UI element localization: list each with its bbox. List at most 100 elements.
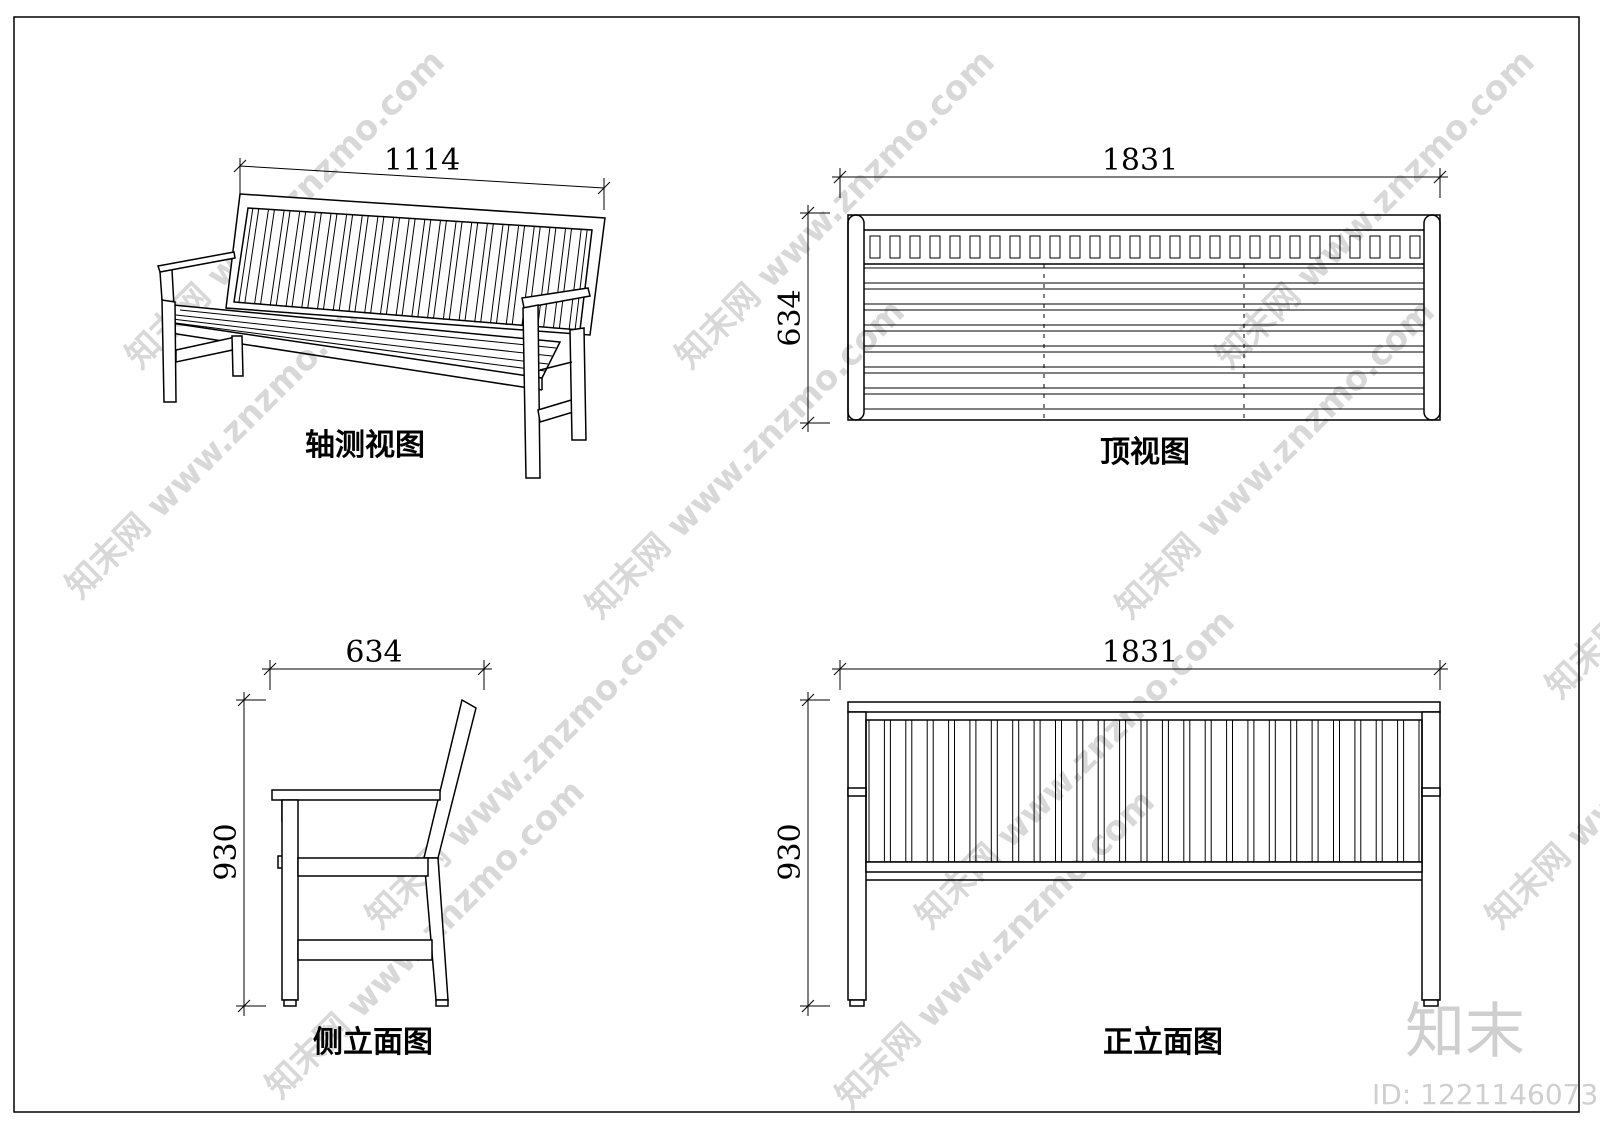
top-backrest-slat	[1409, 235, 1421, 259]
top-backrest-slat	[1169, 235, 1181, 259]
front-view-title: 正立面图	[1103, 1025, 1223, 1060]
front-backrest-slat	[1146, 719, 1163, 863]
top-seat-slat	[863, 351, 1425, 368]
front-width-dimension-line	[832, 660, 1448, 690]
top-backrest-slat	[909, 235, 921, 259]
axonometric-backrest-slat	[442, 221, 463, 320]
axonometric-dimension-line	[233, 158, 611, 210]
axonometric-backrest-slat	[285, 211, 307, 307]
axonometric-backrest-slat	[505, 225, 526, 325]
front-backrest-slat	[1274, 719, 1292, 863]
front-backrest-slat	[1403, 719, 1420, 863]
axonometric-backrest-slat	[364, 216, 385, 314]
axonometric-view: 1114	[157, 143, 611, 479]
side-elevation: 634 930 侧立面图	[209, 635, 492, 1060]
front-backrest-slat	[889, 719, 907, 863]
top-backrest-slat	[1349, 235, 1361, 259]
axonometric-backrest-slat	[348, 215, 369, 313]
axonometric-backrest-slat	[301, 212, 322, 309]
top-backrest-slat	[1309, 235, 1321, 259]
top-backrest-slat	[1029, 235, 1041, 259]
top-backrest-slat	[929, 235, 941, 259]
axonometric-backrest-slat	[332, 214, 354, 311]
front-backrest-slat	[1232, 719, 1249, 863]
top-backrest-slat	[1329, 235, 1341, 259]
front-backrest-slat	[1189, 719, 1206, 863]
top-backrest-slat	[1189, 235, 1201, 259]
front-backrest-slat	[1296, 719, 1313, 863]
top-backrest-slat	[1289, 235, 1301, 259]
watermark-text: 知末网 www.znzmo.com	[1538, 372, 1600, 707]
side-height-dimension-text: 930	[209, 823, 244, 880]
front-height-dimension-text: 930	[773, 823, 808, 880]
front-width-dimension-text: 1831	[1102, 635, 1178, 670]
top-backrest-slat	[869, 235, 881, 259]
top-backrest-slat	[1109, 235, 1121, 259]
top-backrest-slat	[1269, 235, 1281, 259]
axonometric-backrest-slat	[427, 220, 448, 319]
axonometric-backrest-slat	[458, 222, 479, 321]
top-backrest-slat	[1069, 235, 1081, 259]
front-backrest-slat	[954, 719, 971, 863]
front-backrest-slat	[1317, 719, 1334, 863]
front-backrest-slats	[868, 719, 1420, 863]
axonometric-backrest-slat	[489, 224, 510, 324]
top-backrest-slat	[1229, 235, 1241, 259]
front-backrest-slat	[1210, 719, 1228, 863]
watermark-text: 知末网 www.znzmo.com	[358, 602, 693, 937]
top-backrest-slat	[1149, 235, 1161, 259]
axonometric-backrest-slat	[316, 213, 338, 310]
side-height-dimension-line	[236, 692, 266, 1016]
watermark-text: 知末网 www.znzmo.com	[1208, 42, 1543, 377]
front-backrest-slat	[932, 719, 950, 863]
top-seat-slat	[863, 267, 1425, 284]
side-width-dimension-line	[262, 660, 492, 690]
top-backrest-slat	[949, 235, 961, 259]
side-width-dimension-text: 634	[345, 635, 402, 670]
axonometric-backrest-slat	[537, 227, 557, 328]
front-height-dimension-line	[800, 692, 830, 1016]
front-backrest-slat	[1381, 719, 1399, 863]
front-backrest-slat	[1339, 719, 1356, 863]
top-backrest-slat	[1129, 235, 1141, 259]
top-backrest-slat	[1009, 235, 1021, 259]
top-seat-slats	[863, 264, 1425, 420]
front-backrest-slat	[868, 719, 885, 863]
axonometric-backrest-slat	[269, 210, 291, 306]
axonometric-backrest-slat	[254, 209, 276, 305]
top-seat-slat	[863, 288, 1425, 305]
sheet-frame	[13, 16, 1580, 1113]
top-depth-dimension-line	[800, 205, 830, 432]
axonometric-backrest-slat	[395, 218, 416, 316]
axonometric-left-end	[157, 251, 244, 403]
axonometric-backrest-slat	[411, 219, 432, 318]
top-backrest-slat	[1089, 235, 1101, 259]
top-backrest-slat	[1389, 235, 1401, 259]
top-backrest-slat	[1049, 235, 1061, 259]
front-elevation: 1831 930 正立面图	[773, 635, 1448, 1060]
top-view-title: 顶视图	[1100, 435, 1190, 470]
front-backrest-slat	[1360, 719, 1377, 863]
top-backrest-slats	[869, 235, 1421, 259]
front-backrest-slat	[911, 719, 928, 863]
watermark-text: 知末网 www.znzmo.com	[578, 292, 913, 627]
top-width-dimension-text: 1831	[1102, 143, 1178, 178]
top-seat-slat	[863, 330, 1425, 347]
axonometric-view-title: 轴测视图	[305, 428, 425, 463]
top-view: 1831 634 顶视图	[773, 143, 1448, 470]
top-seat-slat	[863, 393, 1425, 410]
top-backrest-slat	[969, 235, 981, 259]
front-backrest-slat	[1253, 719, 1270, 863]
id-label: ID: 1221146073	[1372, 1078, 1598, 1111]
top-backrest-slat	[1209, 235, 1221, 259]
top-seat-slat	[863, 372, 1425, 389]
front-backrest-slat	[1167, 719, 1185, 863]
top-width-dimension-line	[832, 168, 1448, 198]
top-seat-slat	[863, 309, 1425, 326]
axonometric-backrest	[225, 193, 606, 336]
watermark-logo: 知末	[1405, 997, 1525, 1067]
top-backrest-slat	[889, 235, 901, 259]
axonometric-dimension-text: 1114	[384, 143, 460, 178]
watermark-text: 知末网 www.znzmo.com	[668, 42, 1003, 377]
